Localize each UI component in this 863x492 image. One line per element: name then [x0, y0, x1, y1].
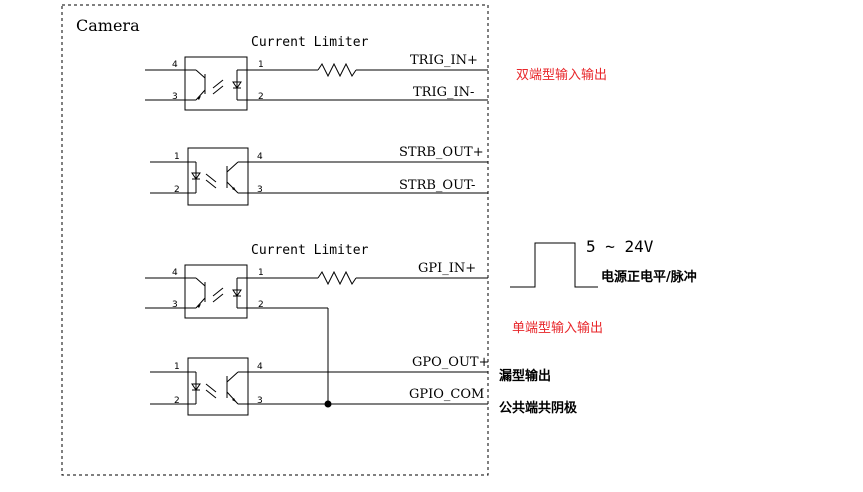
signal-strb-out-plus: STRB_OUT+ [399, 145, 484, 160]
pin-label: 1 [258, 268, 264, 278]
annotation-voltage-range: 5 ~ 24V [586, 237, 654, 256]
trig-input-optocoupler [145, 56, 488, 111]
current-limiter-label: Current Limiter [251, 35, 369, 50]
annotation-differential-io: 双端型输入输出 [516, 67, 607, 83]
pin-label: 2 [174, 185, 180, 195]
pulse-waveform [510, 242, 598, 288]
pin-label: 1 [258, 60, 264, 70]
gpi-input-optocoupler [145, 264, 488, 404]
pin-label: 3 [172, 92, 178, 102]
pin-label: 2 [258, 92, 264, 102]
pin-label: 3 [257, 185, 263, 195]
signal-trig-in-minus: TRIG_IN- [413, 85, 474, 100]
pin-label: 2 [174, 396, 180, 406]
pin-label: 4 [257, 152, 263, 162]
signal-strb-out-minus: STRB_OUT- [399, 178, 475, 193]
signal-gpio-com: GPIO_COM [409, 387, 484, 402]
pin-label: 4 [257, 362, 263, 372]
camera-label: Camera [76, 16, 140, 35]
pin-label: 1 [174, 152, 180, 162]
current-limiter-label: Current Limiter [251, 243, 369, 258]
pin-label: 3 [257, 396, 263, 406]
junction-dot [324, 400, 332, 408]
pin-label: 4 [172, 268, 178, 278]
pin-label: 2 [258, 300, 264, 310]
camera-boundary [61, 4, 489, 476]
pin-label: 1 [174, 362, 180, 372]
strobe-output-optocoupler [150, 147, 488, 206]
gpo-output-optocoupler [150, 357, 488, 416]
annotation-common-cathode: 公共端共阴极 [499, 400, 578, 416]
annotation-positive-pulse: 电源正电平/脉冲 [601, 269, 697, 285]
annotation-open-drain-output: 漏型输出 [499, 368, 551, 384]
signal-gpi-in-plus: GPI_IN+ [418, 261, 476, 276]
signal-gpo-out-plus: GPO_OUT+ [412, 355, 489, 370]
pin-label: 3 [172, 300, 178, 310]
annotation-single-ended-io: 单端型输入输出 [512, 320, 603, 336]
signal-trig-in-plus: TRIG_IN+ [410, 53, 478, 68]
pin-label: 4 [172, 60, 178, 70]
